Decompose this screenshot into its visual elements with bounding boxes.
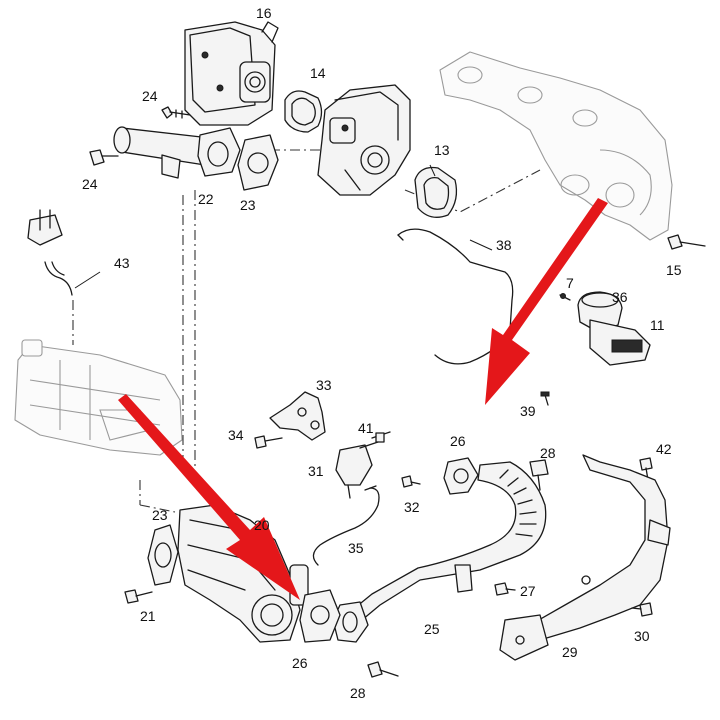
solenoid-43 xyxy=(27,209,73,296)
bolt-34 xyxy=(254,435,283,449)
label-21: 21 xyxy=(140,608,156,624)
bolt-28-lower xyxy=(367,661,399,678)
label-23-lower: 23 xyxy=(152,507,168,523)
connector-41 xyxy=(371,431,391,443)
hose-35 xyxy=(312,485,380,566)
exhaust-pipe-25 xyxy=(332,461,547,643)
label-27: 27 xyxy=(520,583,536,599)
leader-lines xyxy=(74,164,493,289)
gasket-26-center xyxy=(443,457,479,495)
label-7: 7 xyxy=(566,275,574,291)
bolt-24-left xyxy=(89,149,119,166)
gasket-14 xyxy=(284,90,323,133)
label-20: 20 xyxy=(254,517,270,533)
egr-pipe-22 xyxy=(113,126,241,179)
vacuum-hose-38 xyxy=(397,228,514,365)
label-28-upper: 28 xyxy=(540,445,556,461)
label-26-center: 26 xyxy=(450,433,466,449)
label-35: 35 xyxy=(348,540,364,556)
label-34: 34 xyxy=(228,427,244,443)
label-11: 11 xyxy=(650,317,665,333)
label-24-top: 24 xyxy=(142,88,158,104)
solenoid-31 xyxy=(335,441,379,499)
label-43: 43 xyxy=(114,255,130,271)
bolt-28-upper xyxy=(529,459,549,491)
label-39: 39 xyxy=(520,403,536,419)
bolt-30 xyxy=(631,602,653,617)
exhaust-manifold-ghost xyxy=(439,51,673,241)
label-13: 13 xyxy=(434,142,450,158)
label-36: 36 xyxy=(612,289,628,305)
bracket-33 xyxy=(269,391,326,441)
label-14: 14 xyxy=(310,65,326,81)
red-arrow-lower xyxy=(118,394,300,600)
gasket-23-top xyxy=(237,134,279,191)
gasket-13 xyxy=(414,166,458,218)
bolt-39 xyxy=(540,391,550,406)
label-25: 25 xyxy=(424,621,440,637)
gasket-26-lower xyxy=(299,589,341,643)
bolt-32 xyxy=(401,475,421,488)
label-26-lower: 26 xyxy=(292,655,308,671)
egr-valve xyxy=(317,84,411,196)
label-28-lower: 28 xyxy=(350,685,366,701)
bolt-7 xyxy=(559,293,571,301)
label-29: 29 xyxy=(562,644,578,660)
label-31: 31 xyxy=(308,463,324,479)
bolt-21 xyxy=(124,589,153,604)
label-23-top: 23 xyxy=(240,197,256,213)
label-22: 22 xyxy=(198,191,214,207)
bracket-29 xyxy=(499,454,671,661)
label-41: 41 xyxy=(358,420,374,436)
part-labels: 16 14 24 24 22 23 13 38 15 43 7 36 11 33… xyxy=(82,5,682,701)
label-32: 32 xyxy=(404,499,420,515)
red-arrows xyxy=(118,198,608,600)
bolt-15 xyxy=(667,234,706,250)
red-arrow-upper xyxy=(485,198,608,405)
label-33: 33 xyxy=(316,377,332,393)
alignment-lines xyxy=(72,149,541,513)
label-15: 15 xyxy=(666,262,682,278)
label-30: 30 xyxy=(634,628,650,644)
label-42: 42 xyxy=(656,441,672,457)
label-24-left: 24 xyxy=(82,176,98,192)
label-16: 16 xyxy=(256,5,272,21)
label-38: 38 xyxy=(496,237,512,253)
throttle-body xyxy=(184,21,279,126)
bolt-27 xyxy=(494,582,516,596)
bolt-24-top xyxy=(161,106,191,119)
sensor-36 xyxy=(577,291,651,366)
